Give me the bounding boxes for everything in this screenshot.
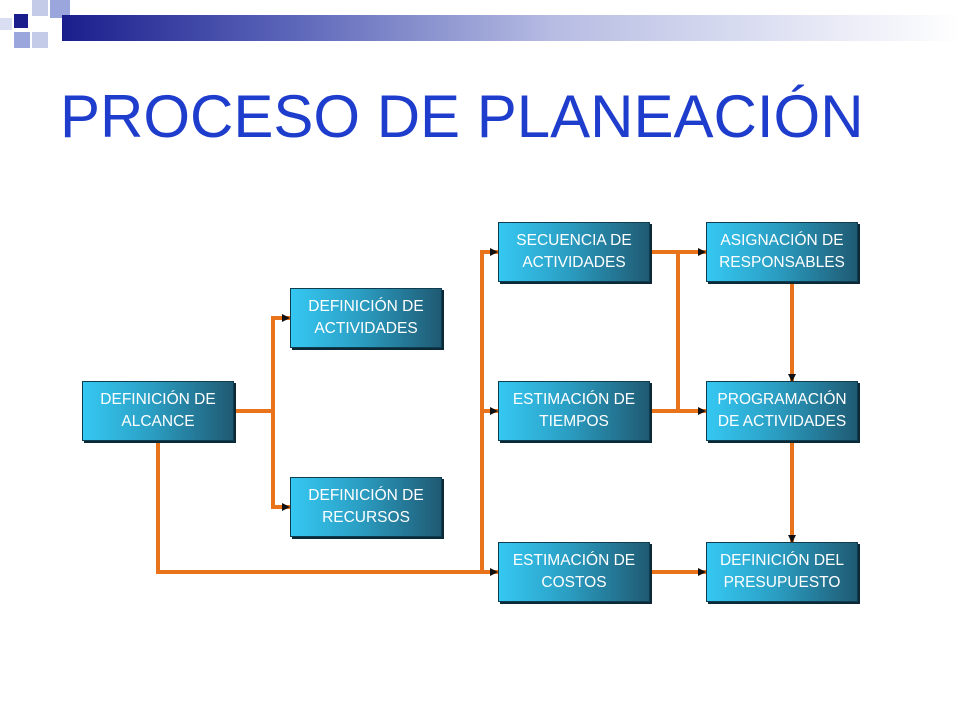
box-label: DEFINICIÓN DE ACTIVIDADES bbox=[308, 298, 424, 337]
box-definicion-actividades: DEFINICIÓN DE ACTIVIDADES bbox=[290, 288, 442, 348]
box-label: ESTIMACIÓN DE COSTOS bbox=[512, 552, 636, 591]
deco-gradient-bar bbox=[62, 15, 960, 41]
box-label: DEFINICIÓN DE RECURSOS bbox=[308, 487, 424, 526]
box-label: DEFINICIÓN DEL PRESUPUESTO bbox=[719, 552, 844, 591]
box-asignacion-responsables: ASIGNACIÓN DE RESPONSABLES bbox=[706, 222, 858, 282]
box-estimacion-tiempos: ESTIMACIÓN DE TIEMPOS bbox=[498, 381, 650, 441]
deco-square-light bbox=[14, 32, 30, 48]
box-label: SECUENCIA DE ACTIVIDADES bbox=[516, 232, 632, 271]
connector-alcance-bus bbox=[156, 439, 498, 576]
deco-square-light bbox=[0, 18, 12, 30]
deco-square-light bbox=[32, 0, 48, 16]
deco-square-dark bbox=[14, 14, 28, 28]
connector-bus-tiempos bbox=[480, 407, 498, 574]
box-label: ESTIMACIÓN DE TIEMPOS bbox=[512, 391, 636, 430]
connector-bus-secuencia bbox=[480, 248, 498, 413]
connector-alcance-recursos bbox=[271, 409, 290, 511]
box-label: PROGRAMACIÓN DE ACTIVIDADES bbox=[717, 391, 847, 430]
deco-square-light bbox=[50, 0, 70, 18]
box-programacion-actividades: PROGRAMACIÓN DE ACTIVIDADES bbox=[706, 381, 858, 441]
box-estimacion-costos: ESTIMACIÓN DE COSTOS bbox=[498, 542, 650, 602]
page-title: PROCESO DE PLANEACIÓN bbox=[60, 83, 864, 150]
box-label: ASIGNACIÓN DE RESPONSABLES bbox=[719, 232, 845, 271]
connector-alcance-actividades bbox=[230, 314, 290, 413]
deco-square-light bbox=[32, 32, 48, 48]
box-definicion-alcance: DEFINICIÓN DE ALCANCE bbox=[82, 381, 234, 441]
box-label: DEFINICIÓN DE ALCANCE bbox=[100, 391, 216, 430]
box-definicion-recursos: DEFINICIÓN DE RECURSOS bbox=[290, 477, 442, 537]
box-secuencia-actividades: SECUENCIA DE ACTIVIDADES bbox=[498, 222, 650, 282]
header-decoration bbox=[0, 0, 960, 60]
box-definicion-presupuesto: DEFINICIÓN DEL PRESUPUESTO bbox=[706, 542, 858, 602]
